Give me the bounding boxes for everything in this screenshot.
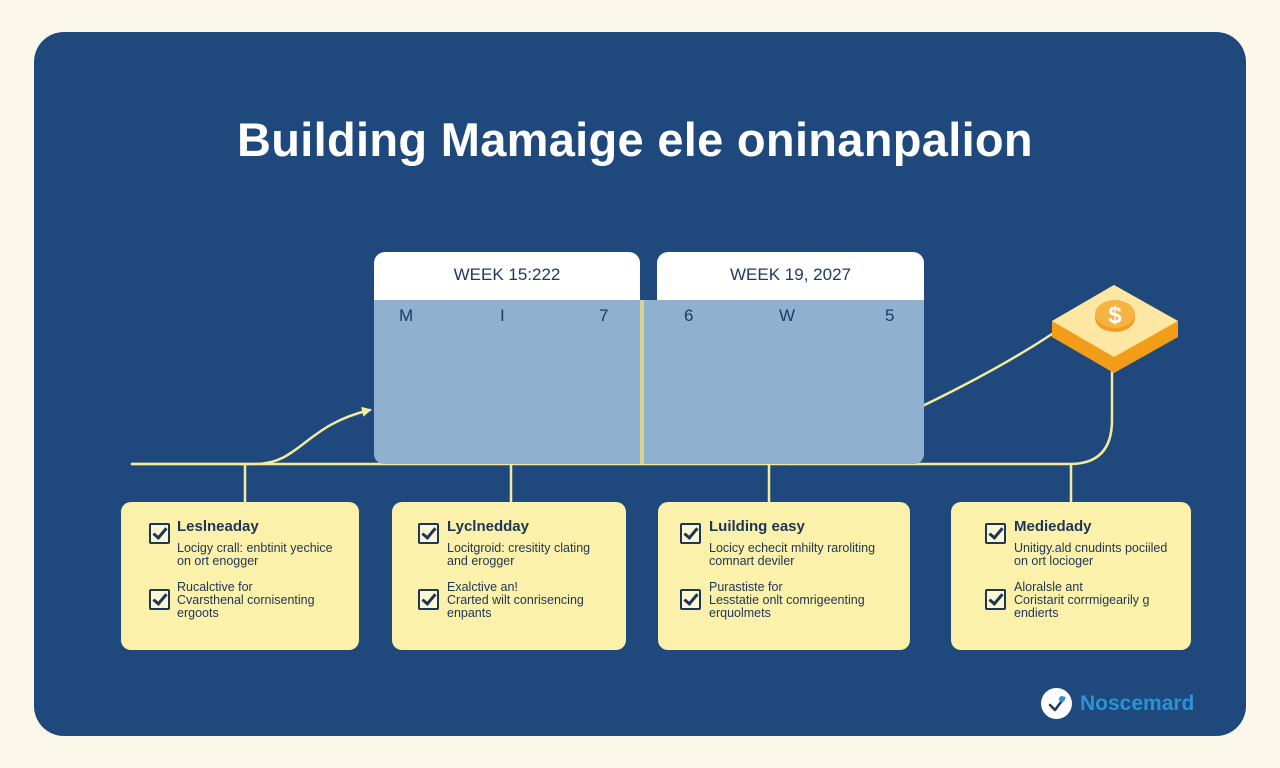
brand-name: Noscemard [1080,691,1195,715]
checkbox-checked-icon[interactable] [418,589,439,610]
brand-mark-icon [1041,688,1072,719]
week-divider [640,300,644,464]
checkbox-checked-icon[interactable] [149,523,170,544]
day-label: W [779,306,796,325]
week-header-2: WEEK 19, 2027 [657,252,924,300]
checkbox-checked-icon[interactable] [680,523,701,544]
week-calendar-2: WEEK 19, 2027 6 W 5 [644,252,924,464]
card-title: Lyclnedday [447,518,529,535]
day-label: 6 [684,306,694,325]
week-calendar-1: WEEK 15:222 M I 7 [374,252,640,464]
week-body-1: M I 7 [374,300,640,464]
coin-badge: $ [1052,285,1178,373]
arrow-curve [130,406,372,466]
checkbox-checked-icon[interactable] [985,523,1006,544]
week-body-2: 6 W 5 [644,300,924,464]
day-label: 7 [599,306,609,325]
diagram-title: Building Mamaige ele oninanpalion [237,113,1033,166]
day-label: M [399,306,414,325]
card-title: Mediedady [1014,518,1092,535]
task-card-3: Luilding easy Locicy echecit mhilty raro… [658,502,910,650]
brand-logo: Noscemard [1041,688,1194,719]
task-card-2: Lyclnedday Locitgroid: cresitity clating… [392,502,626,650]
coin-symbol: $ [1108,302,1122,329]
checkbox-checked-icon[interactable] [149,589,170,610]
week-header-1: WEEK 15:222 [374,252,640,300]
day-label: 5 [885,306,895,325]
card-title: Leslneaday [177,518,259,535]
checkbox-checked-icon[interactable] [418,523,439,544]
card-title: Luilding easy [709,518,805,535]
checkbox-checked-icon[interactable] [680,589,701,610]
checkbox-checked-icon[interactable] [985,589,1006,610]
day-label: I [500,306,505,325]
task-card-1: Leslneaday Locigy crall: enbtinit yechic… [121,502,359,650]
